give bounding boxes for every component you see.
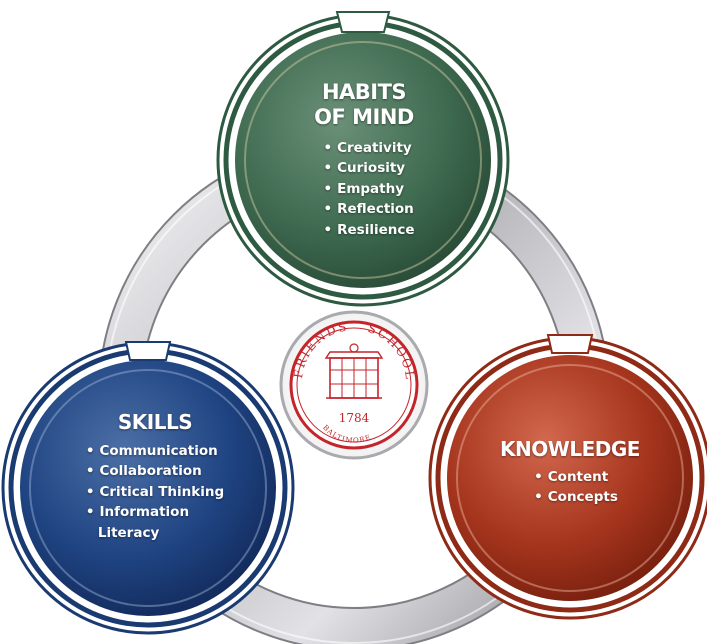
list-item: Reflection (323, 199, 414, 219)
list-item: Information (86, 502, 224, 522)
list-item: Curiosity (323, 158, 414, 178)
list-item: Collaboration (86, 461, 224, 481)
habits-title-line2: OF MIND (314, 105, 414, 129)
list-item: Creativity (323, 138, 414, 158)
list-item-continuation: Literacy (97, 524, 160, 541)
school-seal: FRIENDS SCHOOL 1784 BALTIMORE (279, 310, 429, 460)
seal-building-icon (324, 343, 384, 399)
list-item: Concepts (534, 487, 618, 507)
list-item: Empathy (323, 179, 414, 199)
skills-content: SKILLS Communication Collaboration Criti… (70, 410, 240, 543)
list-item: Resilience (323, 220, 414, 240)
skills-title: SKILLS (117, 410, 193, 434)
habits-title-line1: HABITS (321, 80, 407, 104)
list-item: Communication (86, 441, 224, 461)
list-item: Content (534, 467, 618, 487)
knowledge-list: Content Concepts (534, 467, 618, 508)
habits-list: Creativity Curiosity Empathy Reflection … (323, 138, 414, 240)
knowledge-title: KNOWLEDGE (500, 437, 640, 461)
seal-year: 1784 (339, 411, 370, 425)
knowledge-content: KNOWLEDGE Content Concepts (490, 437, 650, 508)
skills-list: Communication Collaboration Critical Thi… (86, 441, 224, 543)
list-item: Critical Thinking (86, 482, 224, 502)
habits-of-mind-content: HABITS OF MIND Creativity Curiosity Empa… (274, 80, 454, 240)
